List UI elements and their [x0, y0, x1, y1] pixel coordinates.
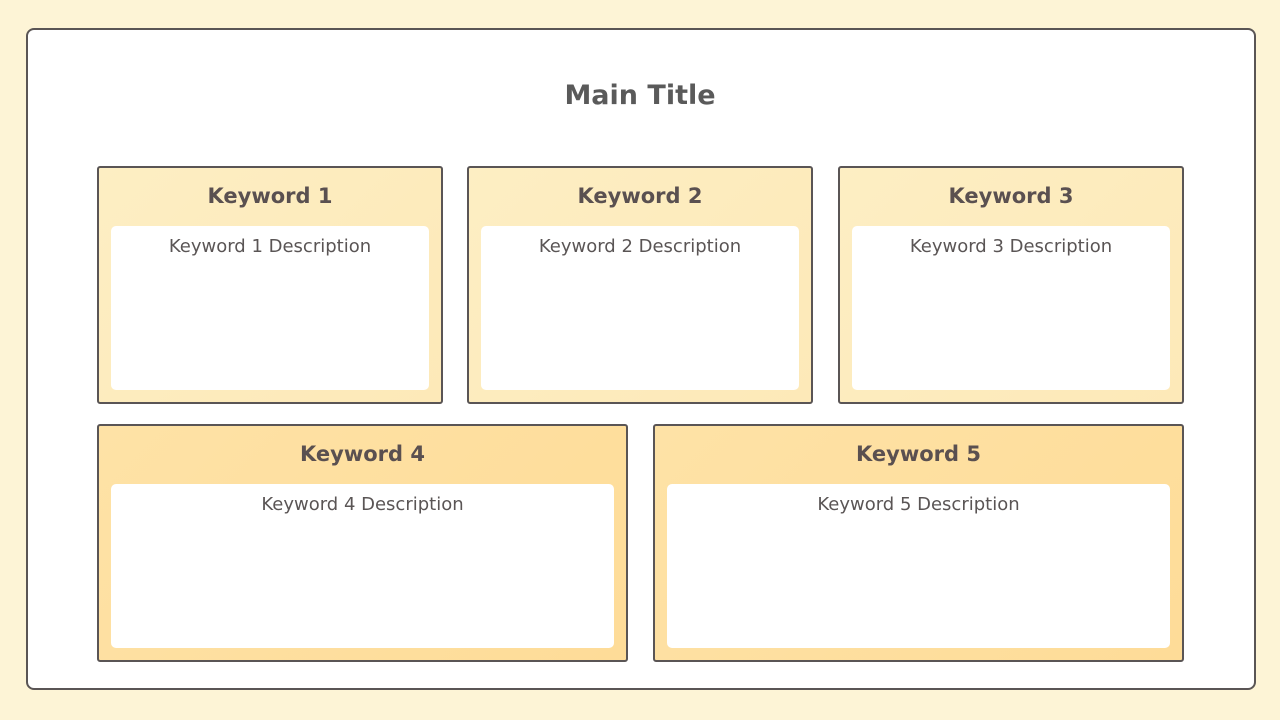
keyword-card-body: Keyword 3 Description: [852, 226, 1170, 390]
keyword-card-body: Keyword 2 Description: [481, 226, 799, 390]
keyword-card-description: Keyword 2 Description: [538, 236, 742, 257]
keyword-card-5: Keyword 5 Keyword 5 Description: [653, 424, 1184, 662]
keyword-card-4: Keyword 4 Keyword 4 Description: [97, 424, 628, 662]
keyword-card-title: Keyword 2: [577, 184, 703, 208]
main-title: Main Title: [564, 80, 716, 111]
keyword-card-description: Keyword 4 Description: [261, 494, 464, 515]
keyword-card-body: Keyword 1 Description: [111, 226, 429, 390]
keyword-card-title: Keyword 1: [207, 184, 333, 208]
keyword-card-description: Keyword 1 Description: [168, 236, 372, 257]
keyword-card-1: Keyword 1 Keyword 1 Description: [97, 166, 443, 404]
keyword-card-title: Keyword 3: [948, 184, 1074, 208]
keyword-card-description: Keyword 5 Description: [817, 494, 1020, 515]
keyword-card-title: Keyword 5: [856, 442, 981, 466]
keyword-card-body: Keyword 4 Description: [111, 484, 614, 648]
keyword-card-body: Keyword 5 Description: [667, 484, 1170, 648]
keyword-card-title: Keyword 4: [300, 442, 425, 466]
keyword-card-2: Keyword 2 Keyword 2 Description: [467, 166, 813, 404]
keyword-card-description: Keyword 3 Description: [909, 236, 1113, 257]
keyword-card-3: Keyword 3 Keyword 3 Description: [838, 166, 1184, 404]
